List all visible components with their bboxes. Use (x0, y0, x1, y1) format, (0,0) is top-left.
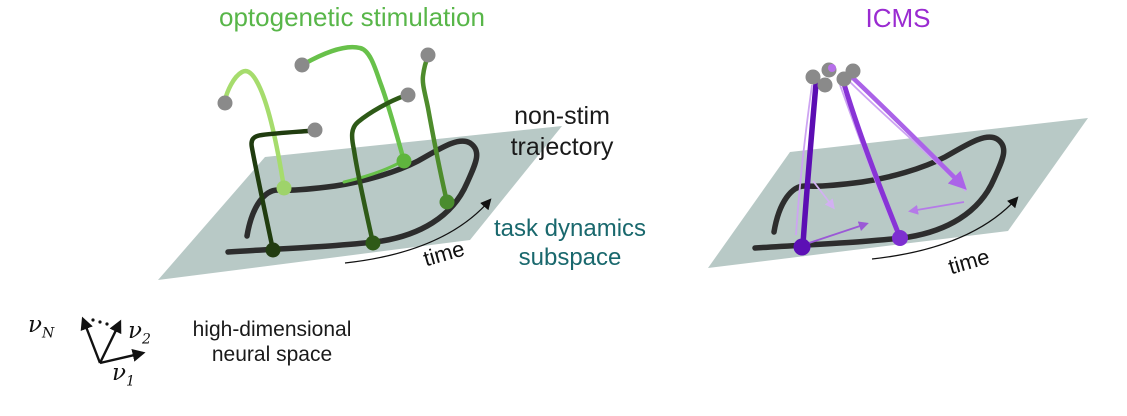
plane-arrow-2 (908, 201, 965, 215)
subspace-plane-left (158, 126, 562, 280)
task-dynamics-subspace-label: task dynamics subspace (466, 214, 674, 272)
stim-start-dot (265, 242, 281, 258)
stim-start-dot (365, 235, 381, 251)
nu-symbol: ν (28, 312, 42, 338)
endpoint-dot (307, 122, 323, 138)
non-stim-label-line2: trajectory (510, 133, 614, 161)
endpoint-dot (294, 57, 310, 73)
opto-trajectory-4 (349, 93, 407, 246)
right-panel-title: ICMS (865, 3, 931, 33)
nu-subscript: N (41, 325, 55, 342)
icms-stim-line-dark (800, 81, 819, 247)
endpoint-dot (817, 77, 833, 93)
axis-label-nu-N: νN (28, 312, 54, 342)
subspace-label-line2: subspace (518, 244, 622, 271)
nu-subscript: 2 (141, 331, 151, 348)
endpoint-dot (420, 47, 436, 63)
axis-label-nu-1: ν1 (112, 360, 135, 390)
high-dimensional-neural-space-label: high-dimensional neural space (156, 317, 388, 367)
stim-start-dot (396, 153, 412, 169)
plane-arrow-1 (805, 221, 869, 245)
stim-start-dot (793, 238, 811, 256)
nu-symbol: ν (112, 360, 126, 386)
opto-trajectory-5 (420, 54, 450, 205)
endpoint-dot (217, 95, 233, 111)
nu-subscript: 1 (125, 373, 135, 390)
opto-trajectory-1 (222, 68, 287, 191)
endpoint-dot (400, 87, 416, 103)
time-arrow-right (871, 196, 1019, 260)
subspace-label-line1: task dynamics (493, 215, 647, 242)
stim-start-dot (439, 194, 455, 210)
time-arrow-left (344, 198, 492, 264)
non-stim-label-line1: non-stim (514, 102, 610, 130)
plane-arrow-3 (812, 180, 835, 210)
axis-ellipsis-dot (98, 320, 102, 324)
left-panel-title: optogenetic stimulation (219, 2, 485, 32)
opto-trajectory-3 (301, 44, 407, 164)
neural-space-axes (80, 316, 146, 365)
axis-label-nu-2: ν2 (128, 318, 151, 348)
icms-stim-line-medium (841, 81, 902, 238)
neural-space-label-line1: high-dimensional (192, 318, 352, 341)
stim-start-dot (276, 180, 292, 196)
axis-arrow-nu-N (80, 316, 102, 364)
icms-stim-line-light-arrow (850, 75, 967, 190)
opto-trajectory-2 (249, 128, 311, 253)
nu-symbol: ν (128, 318, 142, 344)
axis-arrow-nu-2 (98, 319, 122, 364)
icms-thin-line-1 (795, 84, 813, 236)
non-stim-trajectory-label: non-stim trajectory (488, 101, 636, 163)
endpoint-dot-purple (828, 64, 836, 72)
axis-ellipsis-dot (105, 322, 109, 326)
neural-space-label-line2: neural space (211, 343, 333, 366)
pre-stim-overlay-segment (342, 160, 403, 184)
axis-arrow-nu-1 (99, 349, 146, 365)
endpoint-dot (845, 63, 861, 79)
endpoint-dot (805, 69, 821, 85)
stim-start-dot (892, 230, 908, 246)
axis-ellipsis-dot (91, 318, 95, 322)
